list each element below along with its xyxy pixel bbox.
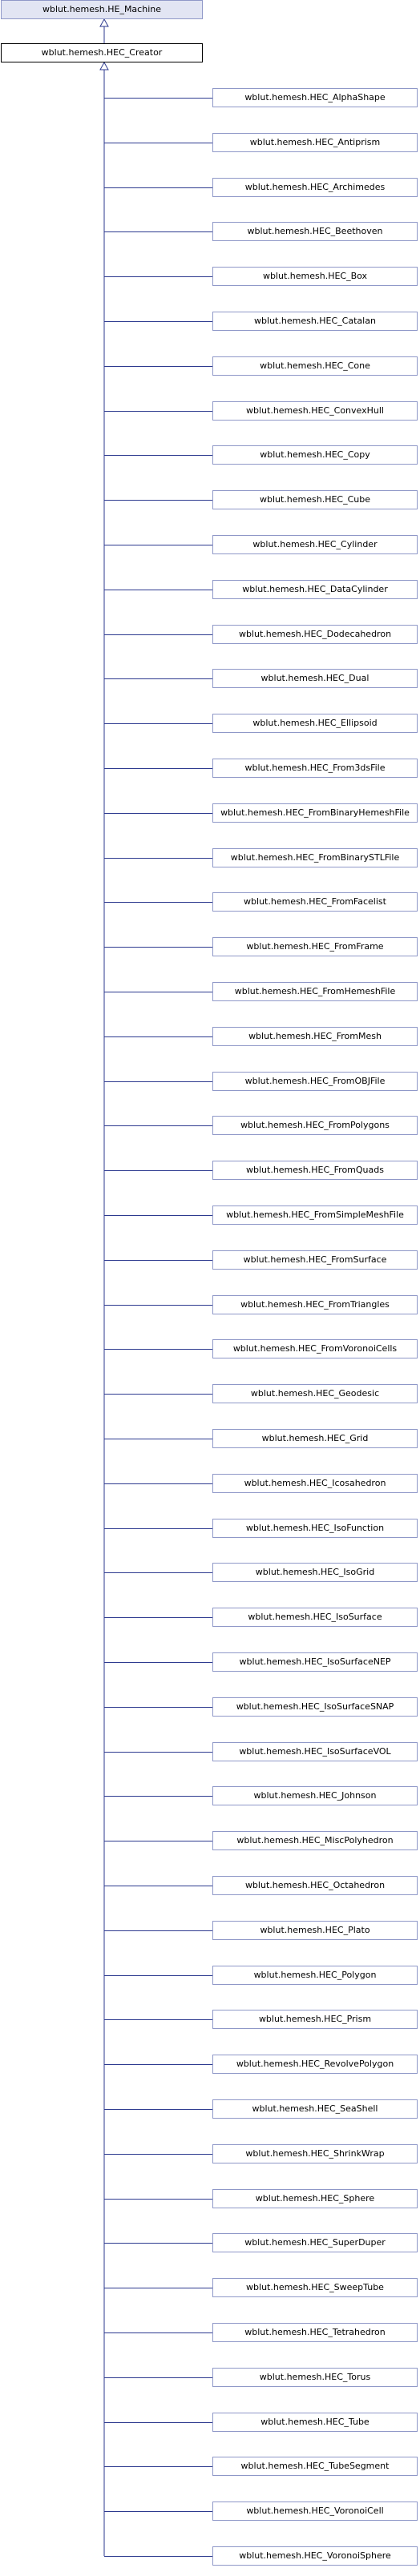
subclass-node[interactable]: wblut.hemesh.HEC_FromPolygons bbox=[212, 1116, 418, 1135]
arrowhead-focus bbox=[99, 61, 109, 70]
subclass-node[interactable]: wblut.hemesh.HEC_FromFrame bbox=[212, 937, 418, 956]
subclass-node[interactable]: wblut.hemesh.HEC_IsoSurfaceSNAP bbox=[212, 1697, 418, 1717]
subclass-node[interactable]: wblut.hemesh.HEC_Box bbox=[212, 267, 418, 286]
subclass-node[interactable]: wblut.hemesh.HEC_VoronoiCell bbox=[212, 2502, 418, 2521]
subclass-node[interactable]: wblut.hemesh.HEC_RevolvePolygon bbox=[212, 2055, 418, 2074]
subclass-node[interactable]: wblut.hemesh.HEC_AlphaShape bbox=[212, 88, 418, 107]
subclass-node[interactable]: wblut.hemesh.HEC_Copy bbox=[212, 445, 418, 465]
subclass-node[interactable]: wblut.hemesh.HEC_Grid bbox=[212, 1429, 418, 1448]
subclass-node[interactable]: wblut.hemesh.HEC_From3dsFile bbox=[212, 759, 418, 778]
subclass-node[interactable]: wblut.hemesh.HEC_FromSimpleMeshFile bbox=[212, 1205, 418, 1225]
arrowhead-parent bbox=[99, 18, 109, 27]
subclass-node[interactable]: wblut.hemesh.HEC_Cone bbox=[212, 356, 418, 376]
subclass-node[interactable]: wblut.hemesh.HEC_SeaShell bbox=[212, 2099, 418, 2119]
subclass-node[interactable]: wblut.hemesh.HEC_Polygon bbox=[212, 1966, 418, 1985]
subclass-node[interactable]: wblut.hemesh.HEC_SuperDuper bbox=[212, 2233, 418, 2252]
subclass-node[interactable]: wblut.hemesh.HEC_FromMesh bbox=[212, 1027, 418, 1046]
subclass-node[interactable]: wblut.hemesh.HEC_FromSurface bbox=[212, 1250, 418, 1270]
subclass-node[interactable]: wblut.hemesh.HEC_FromTriangles bbox=[212, 1295, 418, 1314]
subclass-node[interactable]: wblut.hemesh.HEC_Dodecahedron bbox=[212, 625, 418, 644]
subclass-node[interactable]: wblut.hemesh.HEC_Tetrahedron bbox=[212, 2323, 418, 2342]
subclass-node[interactable]: wblut.hemesh.HEC_FromHemeshFile bbox=[212, 982, 418, 1001]
subclass-node[interactable]: wblut.hemesh.HEC_Catalan bbox=[212, 312, 418, 331]
subclass-node[interactable]: wblut.hemesh.HEC_Sphere bbox=[212, 2189, 418, 2208]
subclass-node[interactable]: wblut.hemesh.HEC_Geodesic bbox=[212, 1384, 418, 1403]
subclass-node[interactable]: wblut.hemesh.HEC_FromQuads bbox=[212, 1161, 418, 1180]
subclass-node[interactable]: wblut.hemesh.HEC_Icosahedron bbox=[212, 1474, 418, 1493]
subclass-node[interactable]: wblut.hemesh.HEC_Dual bbox=[212, 669, 418, 688]
focus-class-node: wblut.hemesh.HEC_Creator bbox=[1, 43, 203, 62]
subclass-node[interactable]: wblut.hemesh.HEC_Tube bbox=[212, 2413, 418, 2432]
subclass-node[interactable]: wblut.hemesh.HEC_Prism bbox=[212, 2010, 418, 2029]
subclass-node[interactable]: wblut.hemesh.HEC_FromBinarySTLFile bbox=[212, 848, 418, 867]
subclass-node[interactable]: wblut.hemesh.HEC_Ellipsoid bbox=[212, 714, 418, 733]
subclass-node[interactable]: wblut.hemesh.HEC_Torus bbox=[212, 2368, 418, 2387]
subclass-node[interactable]: wblut.hemesh.HEC_SweepTube bbox=[212, 2278, 418, 2297]
subclass-node[interactable]: wblut.hemesh.HEC_Johnson bbox=[212, 1786, 418, 1805]
subclass-node[interactable]: wblut.hemesh.HEC_TubeSegment bbox=[212, 2457, 418, 2476]
subclass-node[interactable]: wblut.hemesh.HEC_IsoSurfaceNEP bbox=[212, 1652, 418, 1672]
subclass-node[interactable]: wblut.hemesh.HEC_IsoSurface bbox=[212, 1608, 418, 1627]
subclass-node[interactable]: wblut.hemesh.HEC_Cube bbox=[212, 490, 418, 509]
subclass-node[interactable]: wblut.hemesh.HEC_Antiprism bbox=[212, 133, 418, 152]
subclass-node[interactable]: wblut.hemesh.HEC_VoronoiSphere bbox=[212, 2546, 418, 2566]
subclass-node[interactable]: wblut.hemesh.HEC_Cylinder bbox=[212, 535, 418, 554]
subclass-node[interactable]: wblut.hemesh.HEC_ConvexHull bbox=[212, 401, 418, 421]
subclass-node[interactable]: wblut.hemesh.HEC_ShrinkWrap bbox=[212, 2144, 418, 2163]
parent-class-node[interactable]: wblut.hemesh.HE_Machine bbox=[1, 0, 203, 19]
subclass-node[interactable]: wblut.hemesh.HEC_FromOBJFile bbox=[212, 1072, 418, 1091]
subclass-node[interactable]: wblut.hemesh.HEC_Archimedes bbox=[212, 178, 418, 197]
subclass-node[interactable]: wblut.hemesh.HEC_DataCylinder bbox=[212, 580, 418, 599]
subclass-node[interactable]: wblut.hemesh.HEC_IsoGrid bbox=[212, 1563, 418, 1582]
subclass-node[interactable]: wblut.hemesh.HEC_IsoSurfaceVOL bbox=[212, 1742, 418, 1761]
subclass-node[interactable]: wblut.hemesh.HEC_Octahedron bbox=[212, 1876, 418, 1895]
subclass-node[interactable]: wblut.hemesh.HEC_FromVoronoiCells bbox=[212, 1339, 418, 1358]
subclass-node[interactable]: wblut.hemesh.HEC_MiscPolyhedron bbox=[212, 1831, 418, 1850]
subclass-node[interactable]: wblut.hemesh.HEC_Beethoven bbox=[212, 222, 418, 241]
subclass-node[interactable]: wblut.hemesh.HEC_Plato bbox=[212, 1921, 418, 1940]
subclass-node[interactable]: wblut.hemesh.HEC_IsoFunction bbox=[212, 1519, 418, 1538]
subclass-node[interactable]: wblut.hemesh.HEC_FromBinaryHemeshFile bbox=[212, 803, 418, 823]
subclass-node[interactable]: wblut.hemesh.HEC_FromFacelist bbox=[212, 892, 418, 912]
